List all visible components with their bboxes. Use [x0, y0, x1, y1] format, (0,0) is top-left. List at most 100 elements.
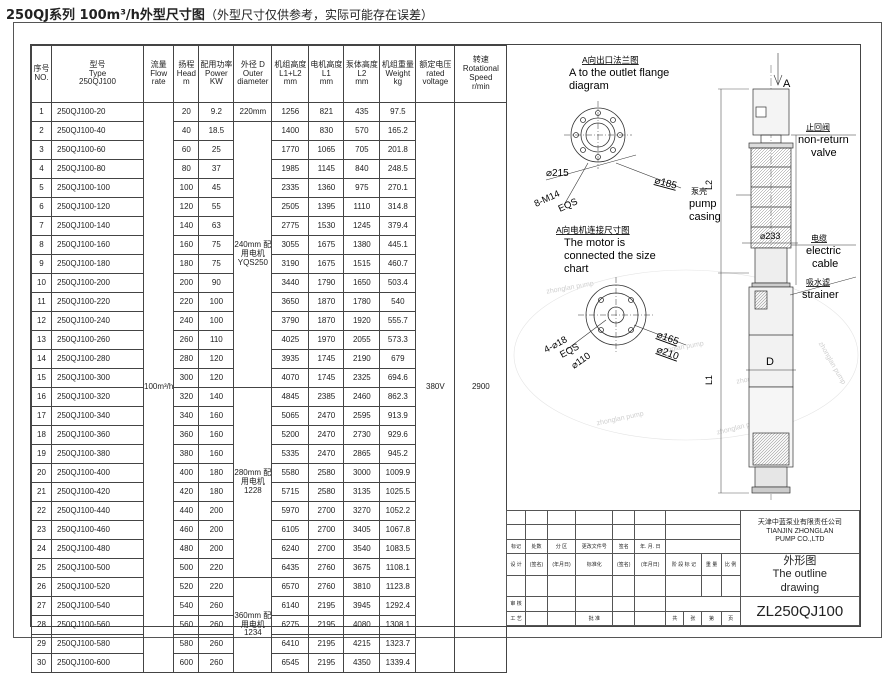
- cable-label-cn: 电缆: [811, 233, 827, 243]
- column-header-line: diameter: [237, 77, 269, 87]
- table-cell: 3810: [343, 577, 381, 597]
- tb-std: 标准化: [575, 552, 614, 576]
- table-cell: 250QJ100-320: [51, 387, 144, 407]
- table-cell: 24: [31, 539, 52, 559]
- cable-label-en2: cable: [812, 258, 838, 270]
- table-cell: 250QJ100-400: [51, 463, 144, 483]
- tb-empty: [720, 574, 741, 598]
- table-cell: 1870: [308, 311, 345, 331]
- column-header-line: L1: [321, 68, 331, 78]
- table-cell: 13: [31, 330, 52, 350]
- table-cell: 29: [31, 634, 52, 654]
- table-cell: 250QJ100-80: [51, 159, 144, 179]
- column-header-line: Power: [205, 68, 228, 78]
- tb-empty: [546, 610, 577, 627]
- table-cell: 705: [343, 140, 381, 160]
- company-en1: TIANJIN ZHONGLAN: [766, 527, 834, 535]
- tb-design: 设 计: [505, 552, 527, 576]
- drawing-name-en2: drawing: [780, 582, 820, 594]
- table-cell: 2700: [308, 539, 345, 559]
- table-cell: 1: [31, 102, 52, 122]
- table-cell: 1745: [308, 349, 345, 369]
- tb-empty: [525, 524, 548, 540]
- table-cell: 160: [198, 425, 235, 445]
- outline-drawing: zhonglan pump zhonglan pump zhonglan pum…: [513, 53, 859, 500]
- table-cell: 180: [198, 482, 235, 502]
- table-cell: 37: [198, 159, 235, 179]
- table-cell: 2760: [308, 577, 345, 597]
- table-cell: 2775: [271, 216, 310, 236]
- table-cell: 250QJ100-520: [51, 577, 144, 597]
- motor-label-en3: chart: [564, 263, 588, 275]
- table-cell: 5715: [271, 482, 310, 502]
- valve-label-cn: 止回阀: [806, 122, 830, 132]
- table-cell: 1256: [271, 102, 310, 122]
- table-cell: 3945: [343, 596, 381, 616]
- table-cell: 75: [198, 235, 235, 255]
- table-cell: 80: [173, 159, 200, 179]
- flange-d185: ⌀185: [653, 175, 678, 192]
- table-cell: 18.5: [198, 121, 235, 141]
- table-cell: 1920: [343, 311, 381, 331]
- table-cell: 100: [198, 311, 235, 331]
- table-cell: 250QJ100-160: [51, 235, 144, 255]
- column-header-line: voltage: [422, 77, 449, 87]
- flange-d215: ⌀215: [546, 168, 569, 179]
- table-cell: 560: [173, 615, 200, 635]
- column-header-line: mm: [283, 77, 298, 87]
- table-cell: 1360: [308, 178, 345, 198]
- tb-empty: [525, 574, 548, 598]
- tb-process: 工 艺: [505, 610, 527, 627]
- tb-mark: 标记: [505, 538, 527, 554]
- tb-empty: [525, 610, 548, 627]
- column-header-line: mm: [355, 77, 369, 87]
- table-cell: 1675: [308, 254, 345, 274]
- table-cell: 3675: [343, 558, 381, 578]
- tb-stage: 阶 段 标 记: [665, 552, 703, 576]
- tb-empty: [612, 509, 636, 526]
- table-cell: 4845: [271, 387, 310, 407]
- tb-empty: [505, 524, 527, 540]
- table-cell: 600: [173, 653, 200, 673]
- table-cell: 120: [198, 349, 235, 369]
- table-cell: 540: [173, 596, 200, 616]
- table-cell: 20: [173, 102, 200, 122]
- table-cell: 260: [173, 330, 200, 350]
- table-cell: 220: [173, 292, 200, 312]
- table-cell: 3540: [343, 539, 381, 559]
- tb-empty: [612, 596, 636, 612]
- table-cell: 30: [31, 653, 52, 673]
- valve-label-en1: non-return: [798, 134, 849, 146]
- table-cell: 20: [31, 463, 52, 483]
- tb-empty: [546, 524, 577, 540]
- tb-empty: [634, 509, 667, 526]
- table-cell: 4215: [343, 634, 381, 654]
- watermark-ring: [513, 269, 859, 441]
- dim-d233: ⌀233: [760, 231, 780, 241]
- table-cell: 340: [173, 406, 200, 426]
- table-cell: 2325: [343, 368, 381, 388]
- column-header-line: 电机高度: [310, 59, 343, 69]
- table-cell: 6545: [271, 653, 310, 673]
- flange-label-en2: diagram: [569, 80, 609, 92]
- table-cell: 2335: [271, 178, 310, 198]
- table-cell: 679: [379, 349, 417, 369]
- table-cell: 22: [31, 501, 52, 521]
- table-cell: 2190: [343, 349, 381, 369]
- column-header-line: Flow: [150, 68, 168, 78]
- table-cell: 3790: [271, 311, 310, 331]
- table-cell: 379.4: [379, 216, 417, 236]
- table-cell: 3000: [343, 463, 381, 483]
- table-cell: 60: [173, 140, 200, 160]
- column-header-line: rate: [151, 77, 166, 87]
- table-cell: 250QJ100-360: [51, 425, 144, 445]
- tb-empty: [612, 524, 636, 540]
